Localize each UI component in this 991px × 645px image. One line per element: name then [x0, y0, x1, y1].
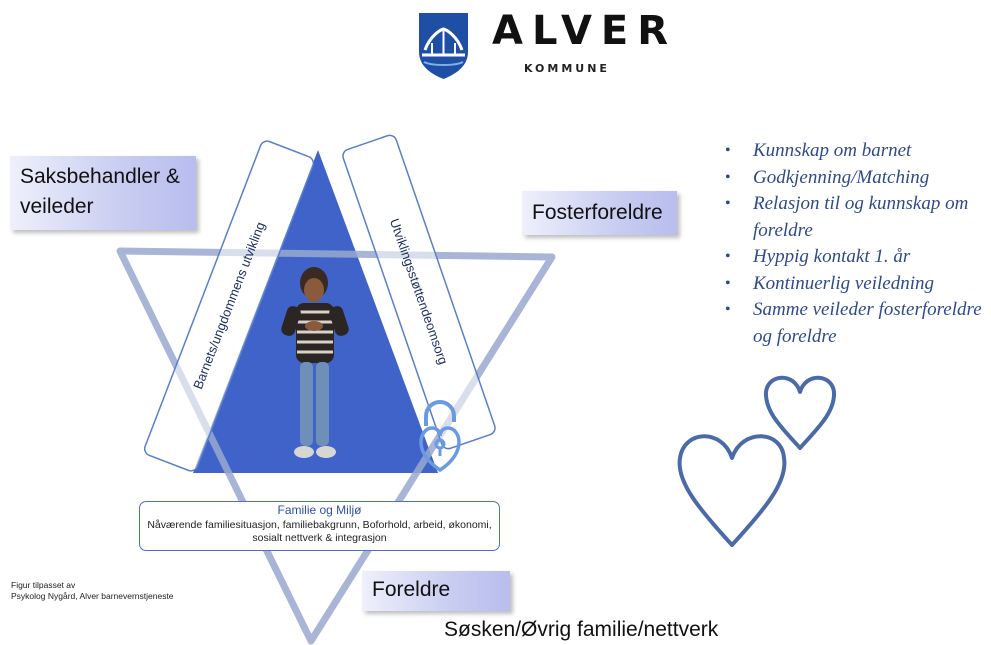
role-parents-label: Foreldre — [372, 578, 451, 601]
child-photo — [281, 267, 349, 458]
logo-title: ALVER — [492, 8, 678, 54]
family-box-description-line1: Nåværende familiesituasjon, familiebakgr… — [147, 519, 492, 531]
alver-coat-of-arms-icon — [419, 13, 468, 79]
bullet-list: Kunnskap om barnet Godkjenning/Matching … — [725, 138, 990, 350]
family-environment-box: Familie og Miljø Nåværende familiesituas… — [139, 501, 500, 551]
credit-line2: Psykolog Nygård, Alver barnevernstjenest… — [11, 591, 174, 601]
role-foster-parents-label: Fosterforeldre — [532, 201, 663, 224]
figure-credit: Figur tilpasset av Psykolog Nygård, Alve… — [11, 580, 174, 602]
role-parents-box: Foreldre — [362, 571, 510, 611]
role-foster-parents-box: Fosterforeldre — [522, 191, 677, 235]
right-band — [342, 134, 496, 450]
bullet-item: Hyppig kontakt 1. år — [725, 244, 990, 271]
bullet-item: Kunnskap om barnet — [725, 138, 990, 165]
role-caseworker-label: Saksbehandler & veileder — [20, 165, 180, 218]
hearts-icon — [677, 375, 837, 547]
bullet-item: Godkjenning/Matching — [725, 165, 990, 192]
family-box-title: Familie og Miljø — [277, 503, 362, 517]
credit-line1: Figur tilpasset av — [11, 580, 76, 590]
bullet-item: Samme veileder fosterforeldre og foreldr… — [725, 297, 990, 350]
siblings-network-label: Søsken/Øvrig familie/nettverk — [444, 618, 719, 641]
logo-subtitle: KOMMUNE — [524, 62, 610, 75]
heart-padlock-icon — [419, 400, 461, 473]
family-box-description-line2: sosialt nettverk & integrasjon — [252, 532, 387, 544]
bullet-item: Kontinuerlig veiledning — [725, 271, 990, 298]
role-caseworker-box: Saksbehandler & veileder — [10, 156, 196, 230]
left-band — [143, 140, 315, 472]
bullet-item: Relasjon til og kunnskap om foreldre — [725, 191, 990, 244]
downward-triangle-outline — [116, 247, 556, 645]
